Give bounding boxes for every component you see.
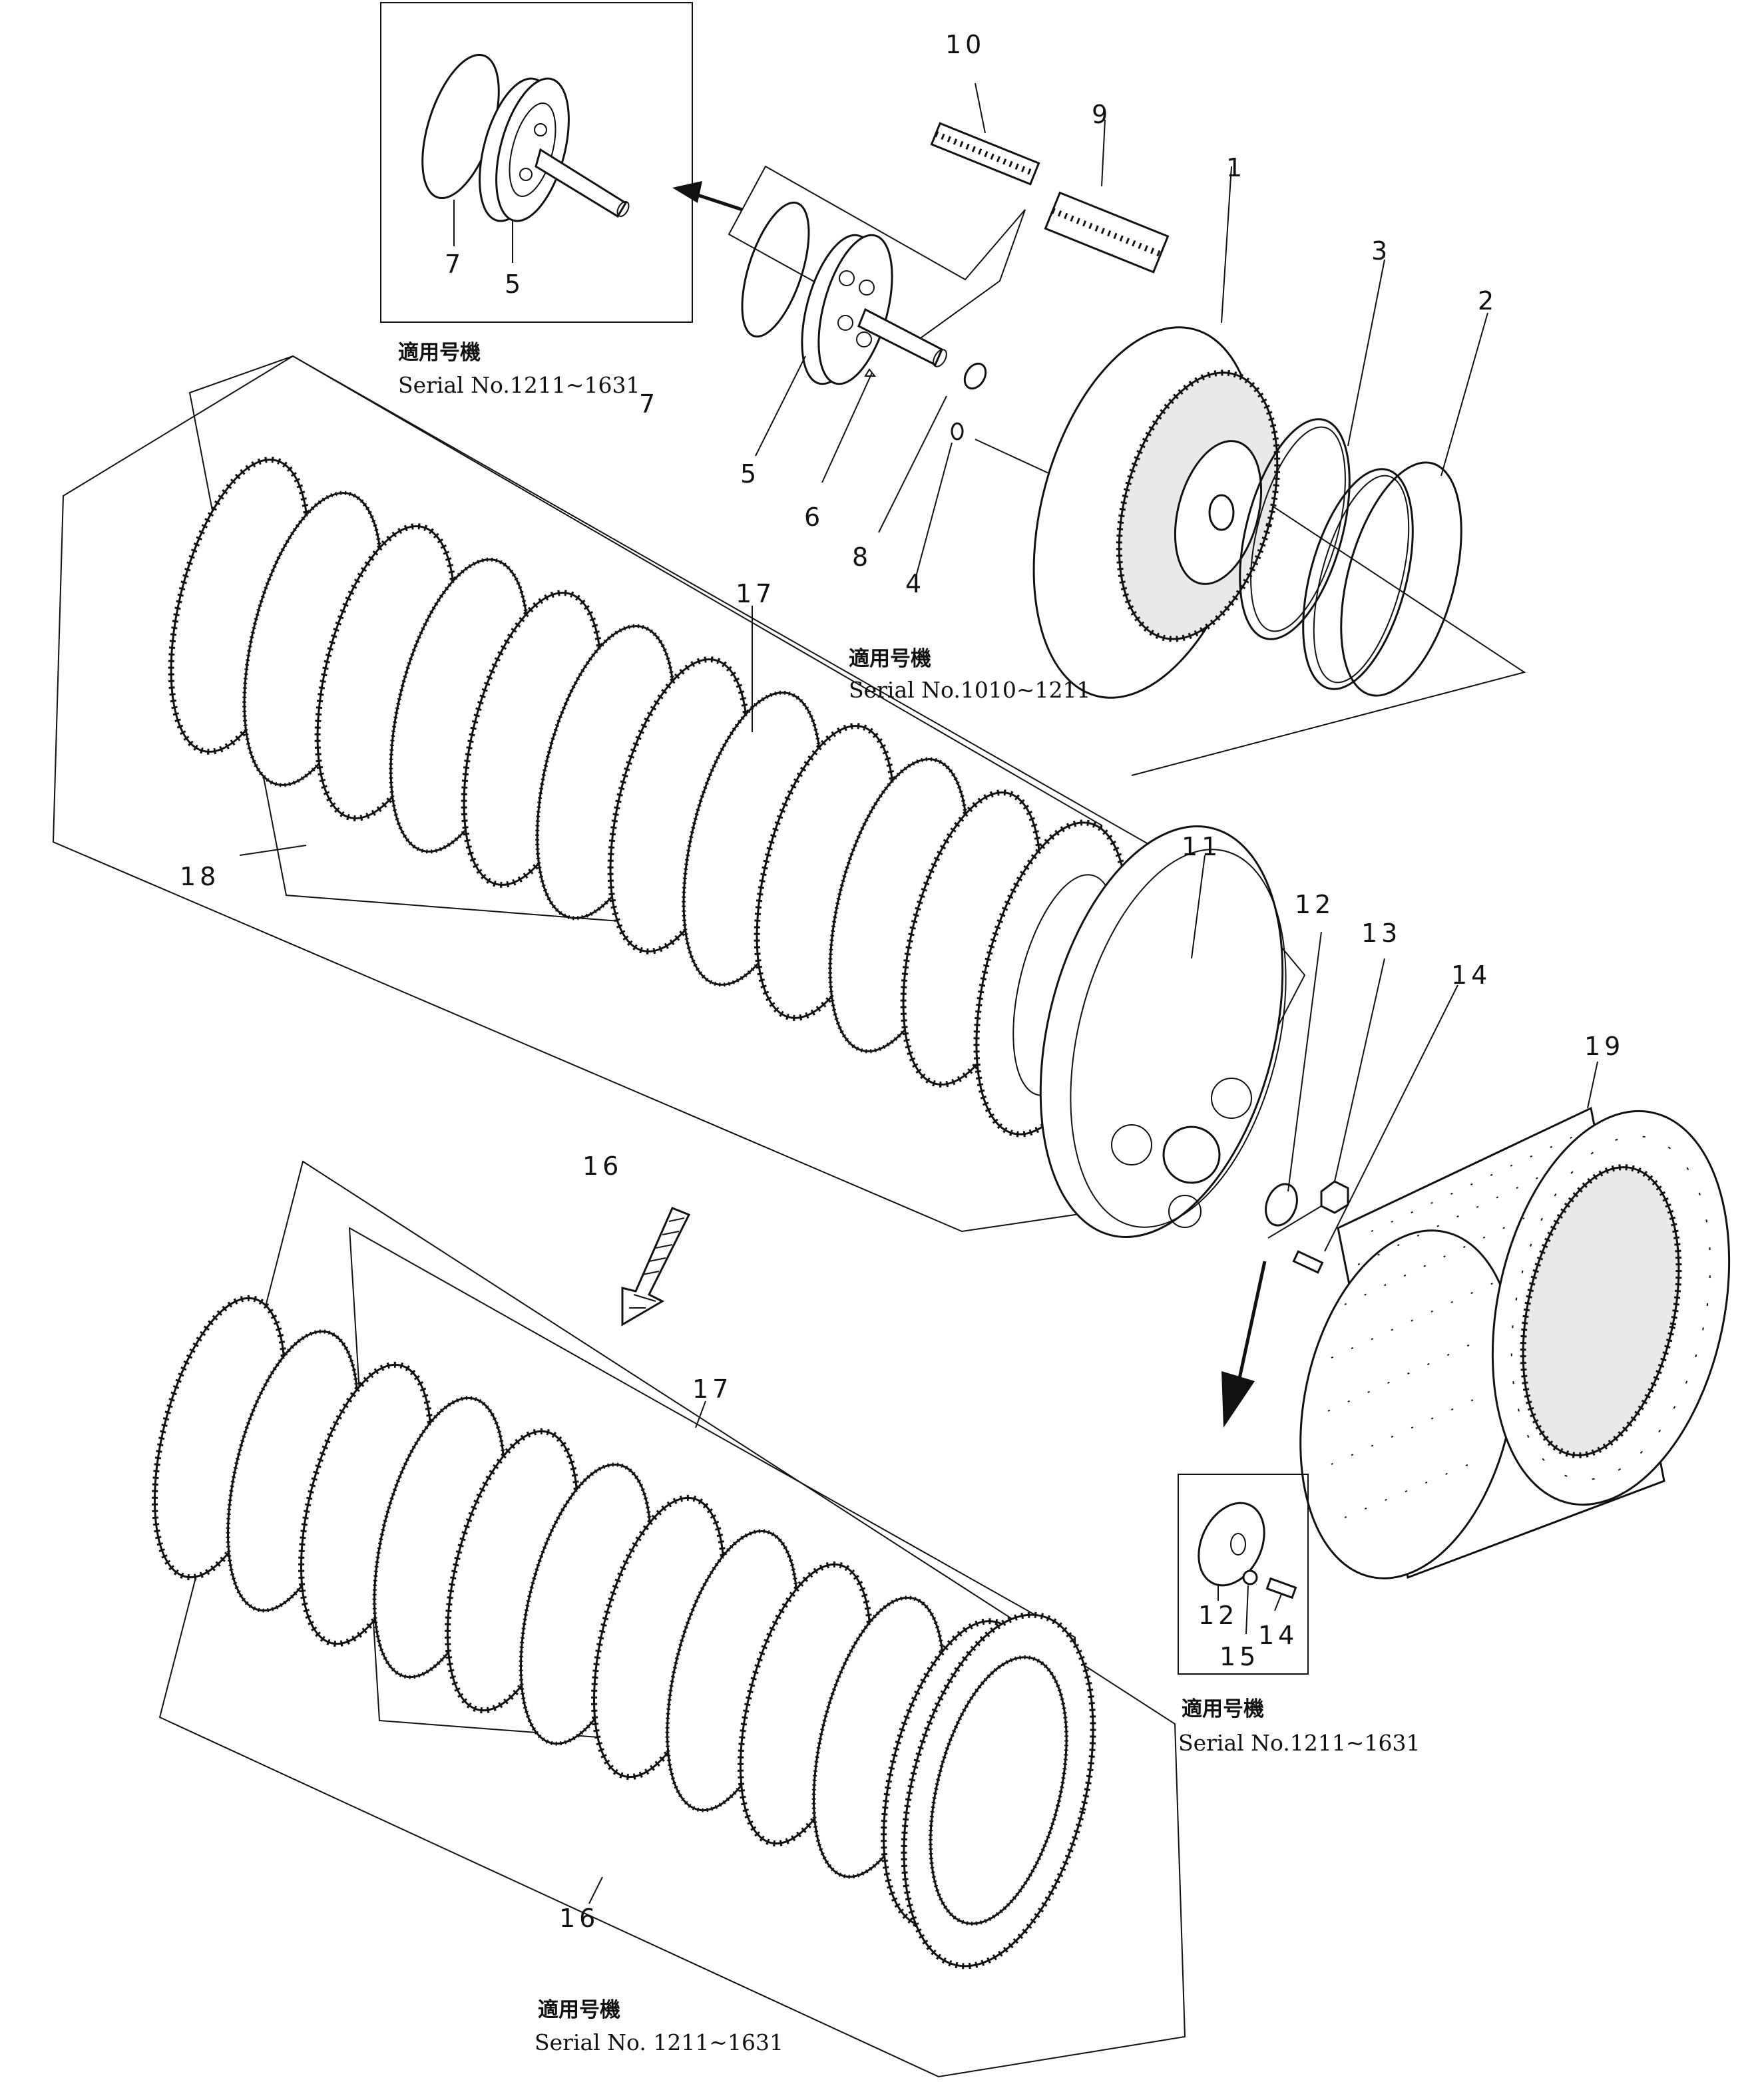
housing-group-bracket [1131, 465, 1526, 776]
callout-18: 18 [180, 862, 220, 891]
piston-group: 7 5 6 8 4 [639, 165, 1026, 598]
bottom-model-label: 適用号機 [538, 1998, 620, 2022]
callout-9: 9 [1092, 100, 1112, 129]
clutch-disc-stack-upper [168, 457, 1130, 1138]
snap-ring-2 [1340, 461, 1462, 697]
springs: 10 9 [930, 30, 1170, 274]
callout-3: 3 [1371, 236, 1391, 266]
middle-serial-label: Serial No.1010~1211 [849, 677, 1090, 703]
inset-piston-variant: 7 5 適用号機 Serial No.1211~1631 [380, 2, 693, 398]
inset-serial-label: Serial No.1211~1631 [398, 372, 640, 398]
inset-fastener-frame [1178, 1474, 1309, 1675]
seal-ring-7 [741, 201, 810, 338]
callout-14: 14 [1451, 960, 1491, 990]
inset-arrow [672, 181, 743, 212]
inset-model-label: 適用号機 [398, 341, 481, 365]
washer-15 [1242, 1569, 1258, 1585]
callout-5: 5 [740, 459, 760, 489]
callout-17-lower: 17 [692, 1374, 732, 1404]
callout-11: 11 [1182, 832, 1221, 861]
piston-ring-3 [1239, 418, 1351, 640]
fastener-arrow [1221, 1261, 1267, 1428]
callout-7: 7 [639, 389, 659, 419]
snap-ring-4 [951, 422, 964, 441]
lower-clutch-pack: 17 16 適用号機 Serial No. 1211~1631 [151, 1160, 1186, 2078]
callout-16: 16 [582, 1151, 622, 1181]
inset-frame [380, 2, 693, 323]
callout-6: 6 [804, 503, 824, 532]
bolt-14-inset [1265, 1577, 1297, 1599]
nut-13 [1320, 1180, 1349, 1214]
callout-13: 13 [1361, 919, 1401, 948]
callout-8: 8 [852, 542, 872, 572]
bolt-14 [1292, 1250, 1324, 1274]
callout-12-inset: 12 [1198, 1601, 1238, 1630]
callout-16-lower: 16 [559, 1904, 599, 1933]
callout-2: 2 [1478, 286, 1498, 315]
end-plate-11 [1039, 825, 1287, 1238]
clutch-drum-19: 19 [1299, 1032, 1731, 1579]
callout-14-inset: 14 [1258, 1621, 1298, 1650]
callout-1: 1 [1226, 153, 1246, 182]
callout-15: 15 [1219, 1642, 1259, 1671]
middle-model-label: 適用号機 [849, 647, 931, 671]
washer-8 [963, 362, 987, 390]
right-model-label: 適用号機 [1182, 1697, 1264, 1721]
right-serial-label: Serial No.1211~1631 [1178, 1730, 1420, 1756]
clutch-disc-stack-lower [151, 1295, 1096, 1970]
pack-variant-arrow [621, 1207, 691, 1327]
callout-5-inset: 5 [505, 270, 525, 299]
callout-10: 10 [945, 30, 985, 59]
callout-12: 12 [1295, 890, 1335, 919]
callout-4: 4 [905, 569, 925, 598]
fastener-group: 12 13 14 [1265, 890, 1491, 1274]
callout-17: 17 [736, 579, 775, 608]
inset-fastener-variant: 12 14 15 適用号機 Serial No.1211~1631 [1178, 1474, 1420, 1756]
callout-7-inset: 7 [445, 250, 465, 279]
piston-shaft-inset [535, 148, 628, 218]
housing-group: 1 3 2 適用号機 Serial No.1010~1211 [849, 153, 1526, 776]
pin-6 [864, 368, 877, 377]
callout-19: 19 [1584, 1032, 1624, 1061]
upper-clutch-pack: 11 18 17 16 [52, 355, 1306, 1238]
piston-shaft [857, 308, 943, 367]
bottom-serial-label: Serial No. 1211~1631 [535, 2029, 783, 2055]
lock-plate-12 [1265, 1183, 1298, 1227]
spring-9 [1044, 191, 1170, 274]
piston-group-bracket [728, 165, 1026, 341]
